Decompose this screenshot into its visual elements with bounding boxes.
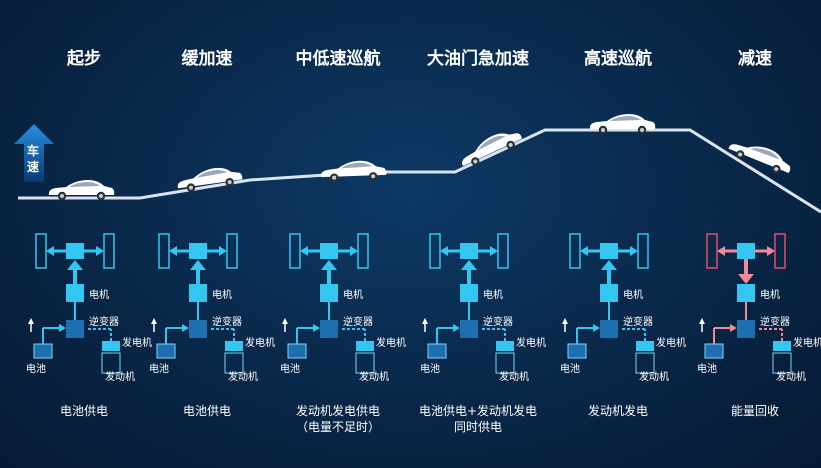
motor-label: 电机 <box>89 290 109 301</box>
mode-description: 电池供电 <box>142 403 272 419</box>
mode-description-line: （电量不足时） <box>295 420 380 434</box>
mode-title: 大油门急加速 <box>427 49 529 69</box>
mode-description: 发动机发电 <box>553 403 683 419</box>
inverter-label: 逆变器 <box>623 317 653 328</box>
mode-title: 中低速巡航 <box>295 49 381 69</box>
battery-label: 电池 <box>149 364 169 375</box>
mode-title: 高速巡航 <box>584 49 652 69</box>
car-icon <box>723 131 798 181</box>
mode-title: 减速 <box>738 49 772 69</box>
mode-description-line: 电池供电+发动机发电 <box>418 404 538 418</box>
battery-label: 电池 <box>280 364 300 375</box>
battery-label: 电池 <box>697 364 717 375</box>
inverter-label: 逆变器 <box>483 317 513 328</box>
mode-title: 缓加速 <box>181 49 233 69</box>
mode-title: 起步 <box>67 49 101 69</box>
speed-label: 车速 <box>26 144 39 174</box>
mode-description-line: 发动机发电供电 <box>295 404 380 418</box>
mode-description: 电池供电+发动机发电同时供电 <box>413 403 543 435</box>
motor-label: 电机 <box>212 290 232 301</box>
mode-description: 能量回收 <box>690 403 820 419</box>
generator-label: 发电机 <box>376 338 406 349</box>
drivetrain-diagram: 电机逆变器发电机电池发动机 <box>149 228 275 388</box>
car-icon <box>46 177 116 203</box>
engine-label: 发动机 <box>776 372 806 383</box>
drivetrain-diagram: 电机逆变器发电机电池发动机 <box>280 228 406 388</box>
engine-label: 发动机 <box>105 372 135 383</box>
battery-label: 电池 <box>26 364 46 375</box>
motor-label: 电机 <box>760 290 780 301</box>
car-icon <box>453 121 527 174</box>
car-icon <box>173 161 246 196</box>
motor-label: 电机 <box>623 290 643 301</box>
mode-description-line: 发动机发电 <box>587 404 648 418</box>
battery-label: 电池 <box>420 364 440 375</box>
engine-label: 发动机 <box>228 372 258 383</box>
drivetrain-diagram: 电机逆变器发电机电池发动机 <box>697 228 821 388</box>
motor-label: 电机 <box>483 290 503 301</box>
battery-label: 电池 <box>560 364 580 375</box>
mode-description-line: 能量回收 <box>730 404 779 418</box>
generator-label: 发电机 <box>793 338 821 349</box>
engine-label: 发动机 <box>359 372 389 383</box>
generator-label: 发电机 <box>656 338 686 349</box>
inverter-label: 逆变器 <box>89 317 119 328</box>
inverter-label: 逆变器 <box>343 317 373 328</box>
mode-description: 电池供电 <box>19 403 149 419</box>
generator-label: 发电机 <box>245 338 275 349</box>
generator-label: 发电机 <box>122 338 152 349</box>
inverter-label: 逆变器 <box>760 317 790 328</box>
mode-description-line: 同时供电 <box>453 420 502 434</box>
inverter-label: 逆变器 <box>212 317 242 328</box>
drivetrain-diagram: 电机逆变器发电机电池发动机 <box>420 228 546 388</box>
engine-label: 发动机 <box>499 372 529 383</box>
drivetrain-diagram: 电机逆变器发电机电池发动机 <box>26 228 152 388</box>
engine-label: 发动机 <box>639 372 669 383</box>
mode-description: 发动机发电供电 （电量不足时） <box>273 403 403 435</box>
generator-label: 发电机 <box>516 338 546 349</box>
car-icon <box>587 111 657 137</box>
speed-up-arrow-icon <box>14 124 54 184</box>
mode-description-line: 电池供电 <box>182 404 231 418</box>
motor-label: 电机 <box>343 290 363 301</box>
car-icon <box>318 157 389 185</box>
mode-description-line: 电池供电 <box>59 404 108 418</box>
drivetrain-diagram: 电机逆变器发电机电池发动机 <box>560 228 686 388</box>
